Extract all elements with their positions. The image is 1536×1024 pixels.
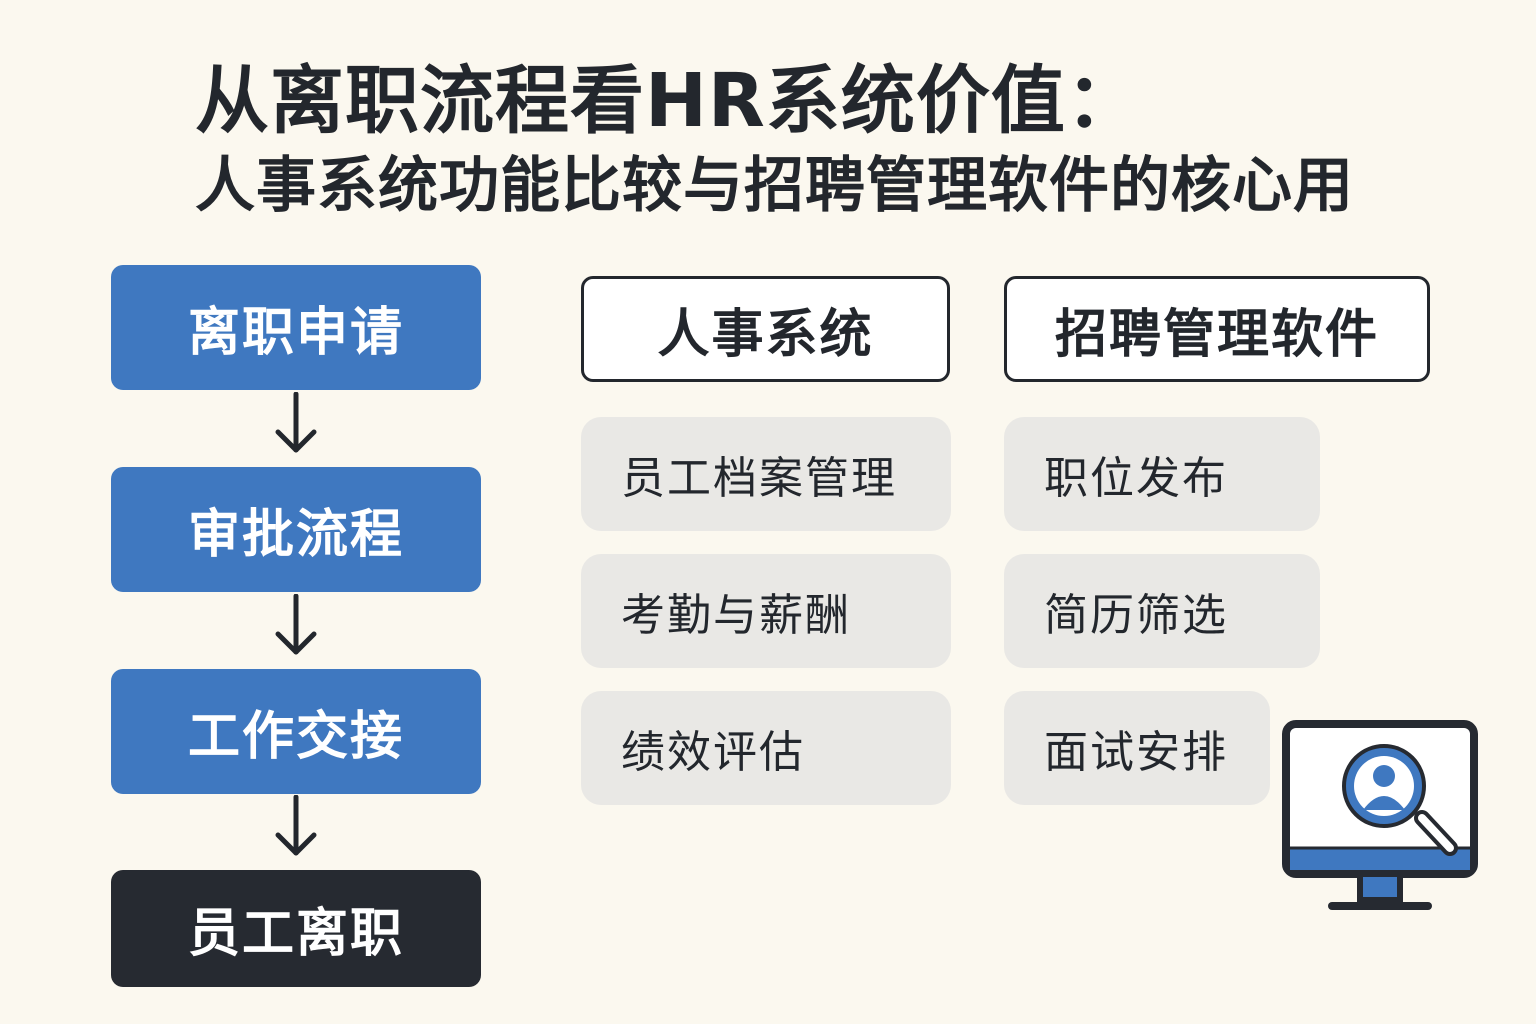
column-header-label: 人事系统 (657, 304, 874, 365)
arrow-down-icon (275, 594, 317, 655)
arrow-down-icon (275, 392, 317, 453)
feature-label: 面试安排 (1044, 727, 1228, 778)
flow-step-handover: 工作交接 (111, 669, 481, 794)
feature-interview-scheduling: 面试安排 (1004, 691, 1270, 805)
page-subtitle: 人事系统功能比较与招聘管理软件的核心用 (195, 151, 1354, 221)
flow-step-approval: 审批流程 (111, 467, 481, 592)
feature-job-posting: 职位发布 (1004, 417, 1320, 531)
flow-step-label: 审批流程 (187, 505, 404, 565)
flow-step-label: 离职申请 (187, 303, 404, 363)
feature-resume-screening: 简历筛选 (1004, 554, 1320, 668)
arrow-down-icon (275, 795, 317, 856)
flow-step-label: 员工离职 (187, 904, 404, 964)
feature-label: 职位发布 (1044, 453, 1228, 504)
monitor-search-person-icon (1282, 720, 1478, 910)
feature-label: 简历筛选 (1044, 590, 1228, 641)
flow-step-label: 工作交接 (187, 707, 404, 767)
feature-attendance-payroll: 考勤与薪酬 (581, 554, 951, 668)
hr-system-header: 人事系统 (581, 276, 950, 382)
flow-step-resignation-request: 离职申请 (111, 265, 481, 390)
recruiting-software-header: 招聘管理软件 (1004, 276, 1430, 382)
page-title: 从离职流程看HR系统价值： (195, 58, 1141, 144)
feature-label: 考勤与薪酬 (621, 590, 851, 641)
column-header-label: 招聘管理软件 (1054, 304, 1379, 365)
feature-performance-review: 绩效评估 (581, 691, 951, 805)
feature-employee-records: 员工档案管理 (581, 417, 951, 531)
feature-label: 绩效评估 (621, 727, 805, 778)
flow-step-employee-departure: 员工离职 (111, 870, 481, 987)
feature-label: 员工档案管理 (621, 453, 897, 504)
